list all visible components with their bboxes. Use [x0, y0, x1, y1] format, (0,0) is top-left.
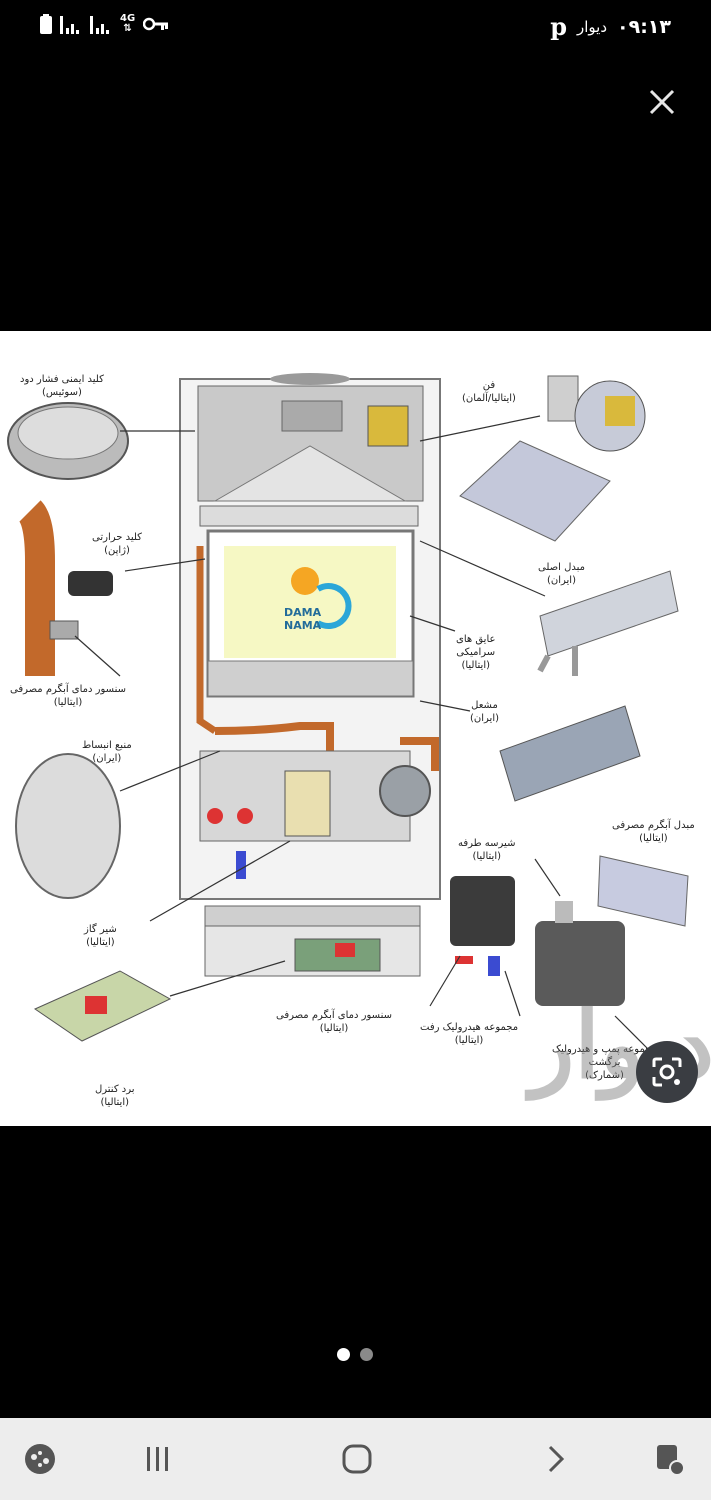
label-dhw-heat-exchanger: مبدل آبگرم مصرفی(ایتالیا) [612, 820, 695, 844]
burner [499, 705, 641, 802]
label-three-way-valve: شیرسه طرفه(ایتالیا) [458, 838, 516, 862]
navigation-bar [0, 1418, 711, 1500]
label-gas-valve: شیر گاز(ایتالیا) [84, 924, 117, 948]
lens-icon [652, 1057, 682, 1087]
listing-image[interactable]: DAMA NAMA [0, 331, 711, 1126]
home-icon [342, 1444, 372, 1474]
game-launcher-icon [25, 1444, 55, 1474]
dhw-heat-exchanger [597, 855, 689, 927]
smoke-pressure-switch [7, 402, 129, 480]
main-heat-exchanger [537, 570, 679, 676]
expansion-tank [15, 753, 121, 899]
label-burner: مشعل(ایران) [470, 700, 500, 724]
page-indicator [337, 1348, 373, 1361]
divar-notification-icon: p [550, 12, 567, 41]
label-hydraulic-supply: مجموعه هیدرولیک رفت(ایتالیا) [420, 1022, 519, 1046]
signal-2-icon [90, 16, 109, 34]
screen-edit-button[interactable] [645, 1435, 693, 1483]
label-dhw-sensor-bottom: سنسور دمای آبگرم مصرفی(ایتالیا) [276, 1010, 392, 1034]
recents-icon [147, 1447, 168, 1471]
label-main-heat-exchanger: مبدل اصلی(ایران) [538, 562, 585, 586]
lens-search-button[interactable] [636, 1041, 698, 1103]
close-icon [649, 89, 675, 115]
thermal-switch [18, 500, 113, 676]
boiler-exploded-diagram: DAMA NAMA [7, 373, 689, 1052]
game-launcher-button[interactable] [16, 1435, 64, 1483]
forward-icon [548, 1445, 565, 1473]
status-left: 4G⇅ [40, 14, 169, 34]
control-board [33, 970, 172, 1042]
label-fan: فن(ایتالیا/آلمان) [462, 380, 516, 404]
status-bar: 4G⇅ p دیوار ۰۹:۱۳ [0, 0, 711, 56]
label-smoke-pressure-switch: کلید ایمنی فشار دود(سوئیس) [20, 374, 104, 398]
fan [459, 375, 646, 542]
recents-button[interactable] [134, 1435, 182, 1483]
label-control-board: برد کنترل(ایتالیا) [95, 1084, 135, 1108]
svg-text:DAMA: DAMA [284, 606, 322, 619]
network-type: 4G⇅ [120, 13, 136, 34]
clock: ۰۹:۱۳ [617, 15, 671, 38]
status-right: p دیوار ۰۹:۱۳ [550, 12, 671, 41]
screen-edit-icon [657, 1445, 685, 1476]
home-button[interactable] [333, 1435, 381, 1483]
boiler-cabinet [179, 373, 441, 977]
vpn-key-icon [143, 17, 169, 31]
page-dot-active[interactable] [337, 1348, 350, 1361]
forward-button[interactable] [532, 1435, 580, 1483]
label-thermal-switch: کلید حرارتی(ژاپن) [92, 532, 142, 556]
close-button[interactable] [640, 80, 684, 124]
leader-lines [74, 415, 651, 1052]
notification-app-name: دیوار [576, 17, 607, 36]
hydraulic-assembly [450, 876, 625, 1006]
signal-1-icon [60, 16, 79, 34]
label-dhw-sensor-left: سنسور دمای آبگرم مصرفی(ایتالیا) [10, 684, 126, 708]
battery-icon [40, 14, 52, 34]
label-expansion-tank: منبع انبساط(ایران) [82, 740, 132, 764]
dama-nama-logo: DAMA NAMA [284, 567, 352, 632]
page-dot-inactive[interactable] [360, 1348, 373, 1361]
svg-text:NAMA: NAMA [284, 619, 322, 632]
